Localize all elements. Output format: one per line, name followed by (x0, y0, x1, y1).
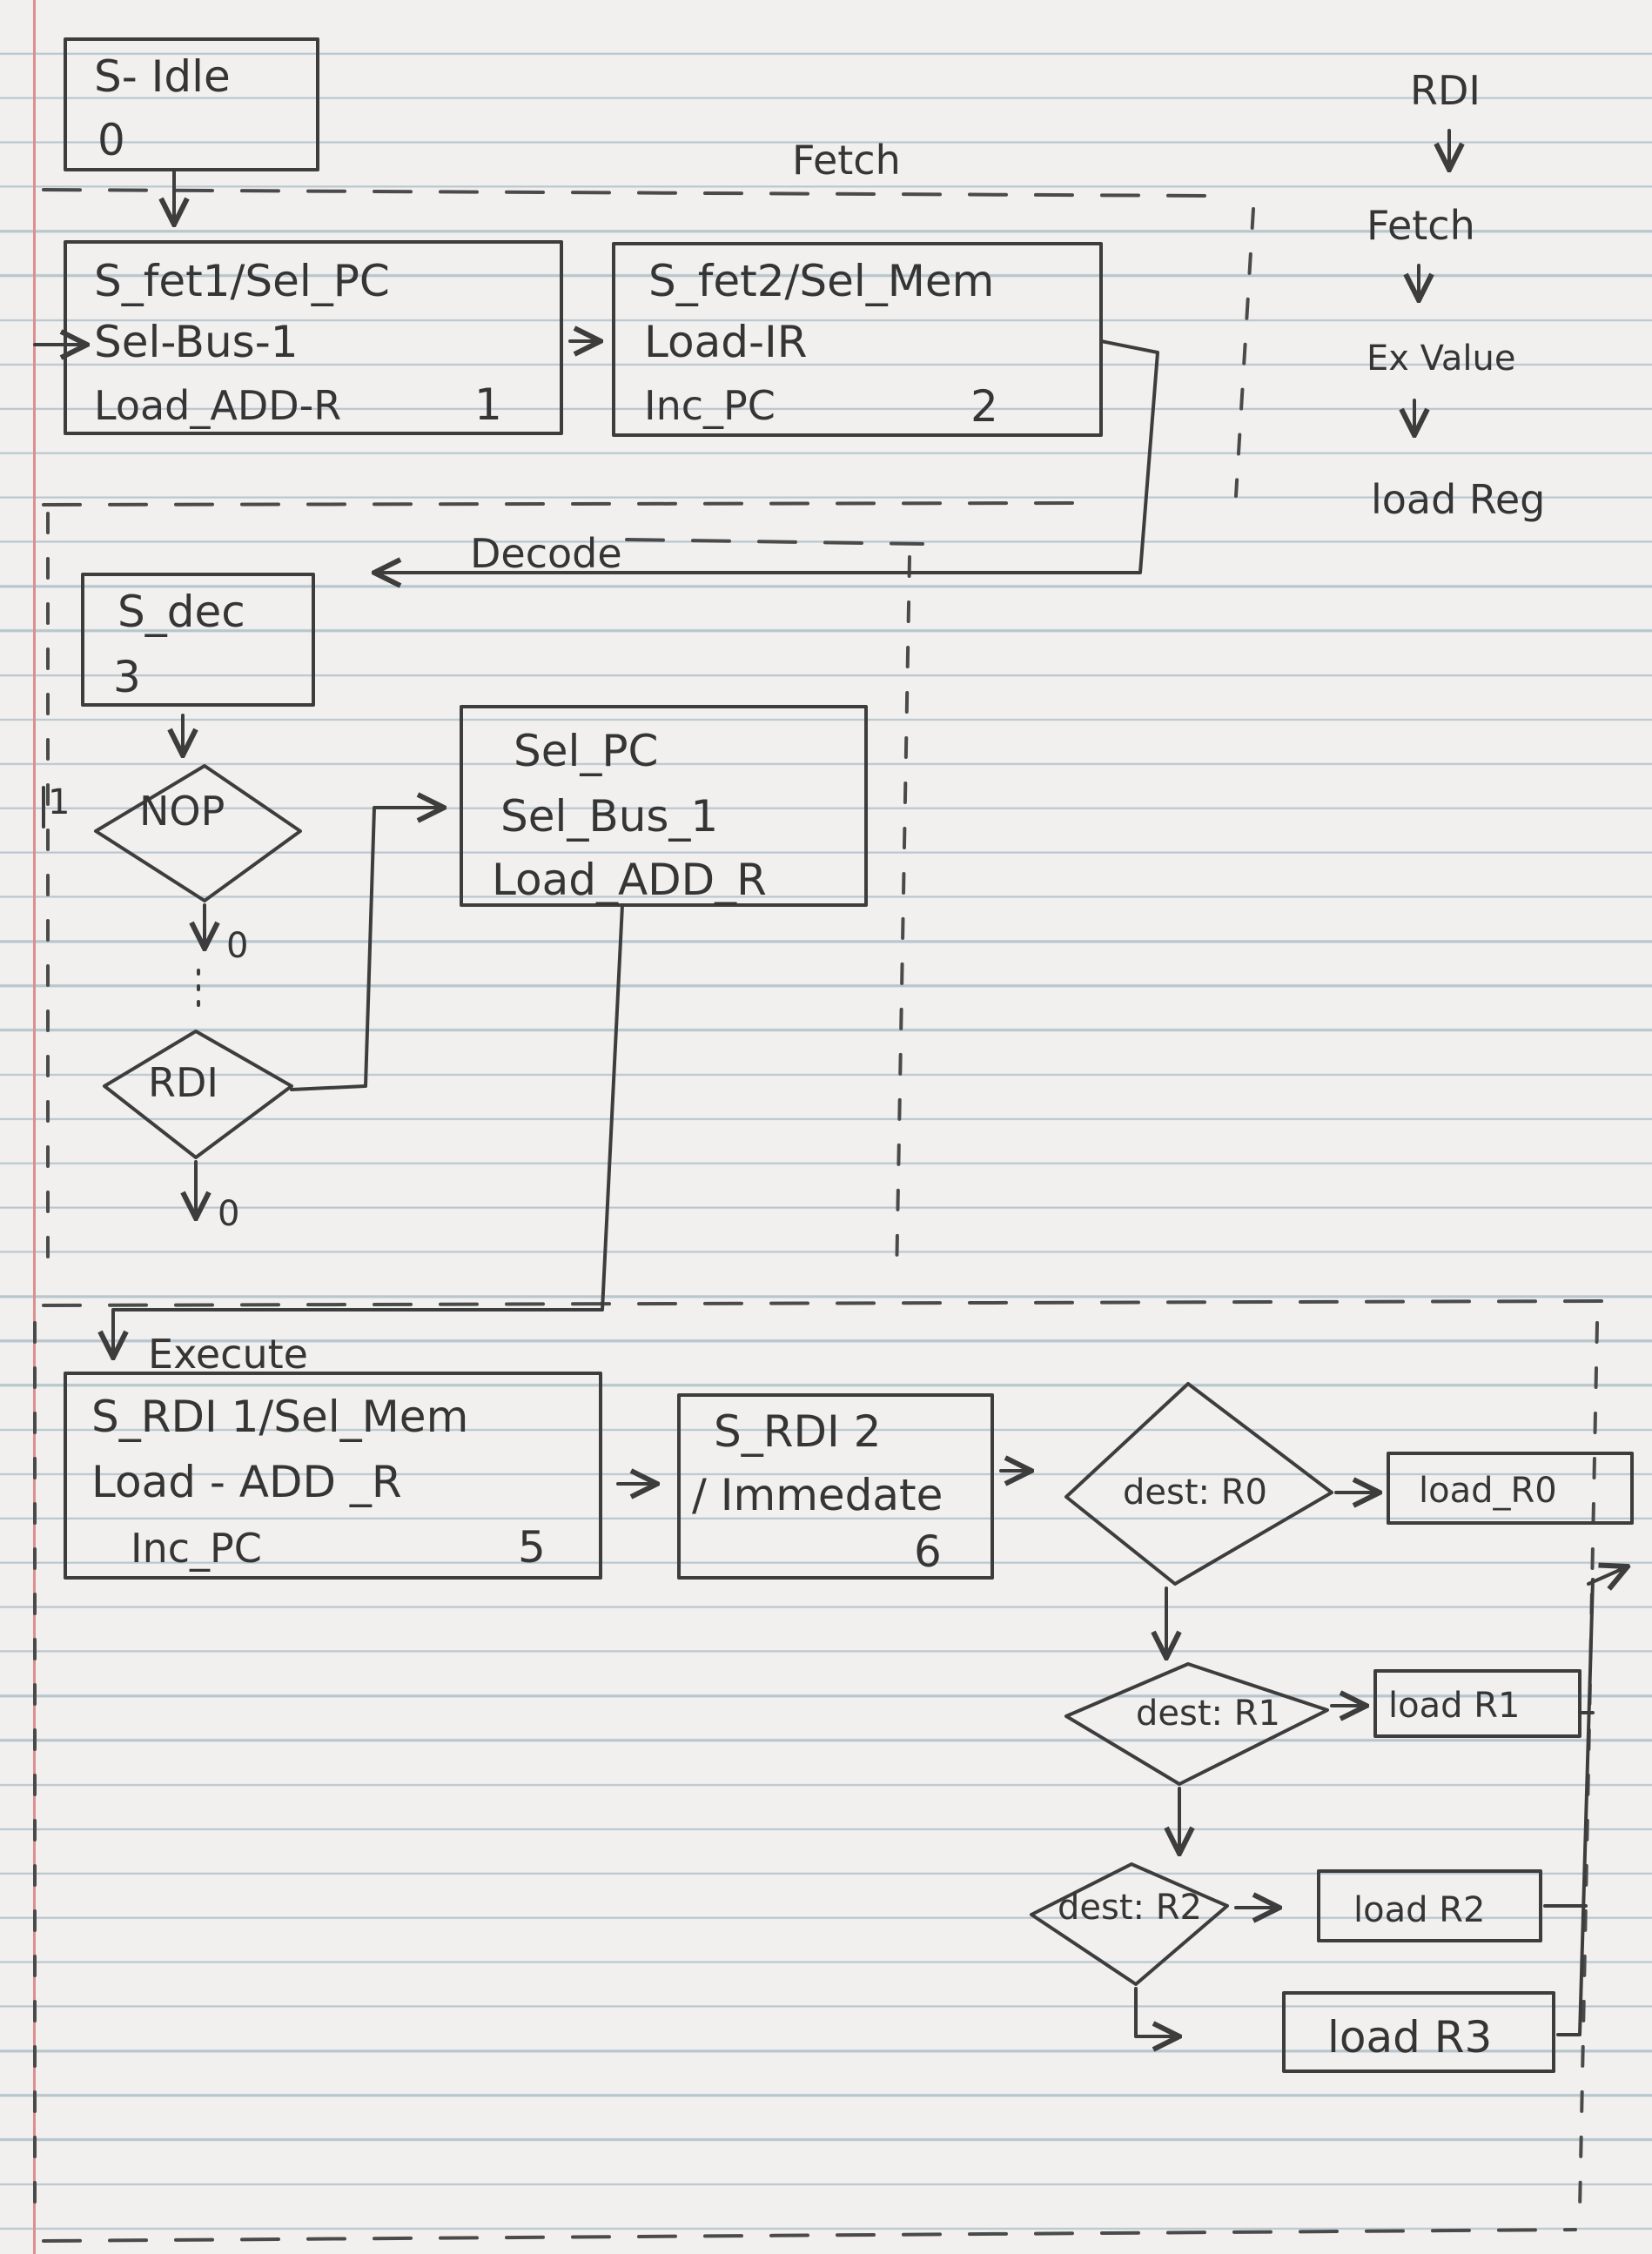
execute-top-divider (42, 1299, 1603, 1307)
load-r3-box (1282, 1991, 1555, 2073)
state-fet2-line2: Load-IR (644, 317, 807, 367)
state-address-load (460, 705, 868, 907)
nop-branch-true: 1 (48, 782, 70, 822)
decision-rdi-label: RDI (148, 1059, 218, 1106)
decode-top-divider (625, 538, 924, 546)
decode-label: Decode (470, 530, 622, 577)
state-dec-number: 3 (113, 652, 141, 702)
state-rdi2-number: 6 (914, 1526, 942, 1577)
merge-return-arrow (1587, 1566, 1628, 1584)
address-to-rdi1-arrow (113, 903, 624, 1358)
load-merge-line (1556, 1578, 1595, 2036)
state-fet2-line1: S_fet2/Sel_Mem (648, 256, 994, 306)
state-fet1-line3: Load_ADD-R (94, 382, 341, 429)
decision-dest-r1 (1064, 1662, 1329, 1786)
dest2-false-arrow (1134, 1987, 1179, 2036)
rdi-true-arrow (290, 808, 444, 1091)
decision-dest-r0 (1064, 1382, 1333, 1586)
load-r2-box (1317, 1869, 1542, 1942)
rdi-branch-false: 0 (218, 1194, 239, 1234)
load-r1-label: load R1 (1388, 1686, 1520, 1726)
state-dec (81, 573, 315, 707)
state-fet1-number: 1 (474, 379, 502, 430)
state-rdi2-line1: S_RDI 2 (714, 1406, 881, 1457)
state-rdi1-line3: Inc_PC (131, 1525, 262, 1572)
decision-rdi (103, 1030, 293, 1159)
state-fet2-line3: Inc_PC (644, 382, 776, 429)
load-r0-box (1387, 1452, 1634, 1525)
notes-step-2: Ex Value (1367, 339, 1516, 379)
state-rdi1-number: 5 (518, 1522, 546, 1573)
notes-step-1: Fetch (1367, 202, 1475, 249)
execute-right-dashes (1578, 1321, 1599, 2212)
decision-dest-r0-label: dest: R0 (1123, 1472, 1267, 1513)
execute-label: Execute (148, 1331, 308, 1378)
execute-bottom-divider (42, 2228, 1577, 2243)
notes-title: RDI (1410, 67, 1481, 114)
load-r2-label: load R2 (1353, 1890, 1485, 1930)
state-rdi1-line1: S_RDI 1/Sel_Mem (91, 1392, 468, 1442)
fetch-top-divider (42, 188, 1216, 198)
state-address-line3: Load_ADD_R (492, 855, 767, 905)
load-r0-label: load_R0 (1419, 1471, 1557, 1511)
state-rdi1 (64, 1372, 602, 1580)
state-rdi2 (677, 1393, 994, 1580)
nop-branch-false: 0 (226, 926, 248, 966)
state-idle-name: S- Idle (94, 51, 231, 102)
fetch-label: Fetch (792, 137, 901, 184)
decision-dest-r1-label: dest: R1 (1136, 1694, 1280, 1734)
decision-dest-r2 (1030, 1862, 1229, 1986)
state-fet1-line2: Sel-Bus-1 (94, 317, 299, 367)
state-dec-name: S_dec (118, 587, 245, 637)
state-fet2 (612, 242, 1103, 437)
fetch-right-dashes (1234, 207, 1255, 498)
state-rdi2-line2: / Immedate (692, 1470, 943, 1520)
decode-right-dashes (895, 555, 911, 1281)
decision-dest-r2-label: dest: R2 (1058, 1888, 1202, 1928)
notes-step-3: load Reg (1371, 476, 1545, 523)
margin-line (33, 0, 36, 2254)
state-fet1-line1: S_fet1/Sel_PC (94, 256, 390, 306)
state-rdi1-line2: Load - ADD _R (91, 1457, 402, 1507)
state-idle (64, 37, 319, 171)
decision-nop (94, 764, 302, 902)
fet2-to-dec-arrow (374, 339, 1159, 573)
state-address-line1: Sel_PC (514, 726, 658, 776)
load-r3-label: load R3 (1327, 2012, 1492, 2063)
decision-nop-label: NOP (139, 788, 225, 835)
fetch-bottom-divider (42, 501, 1090, 506)
state-fet2-number: 2 (970, 381, 998, 432)
load-r1-box (1373, 1669, 1581, 1738)
state-address-line2: Sel_Bus_1 (500, 791, 718, 842)
state-idle-number: 0 (97, 115, 125, 165)
